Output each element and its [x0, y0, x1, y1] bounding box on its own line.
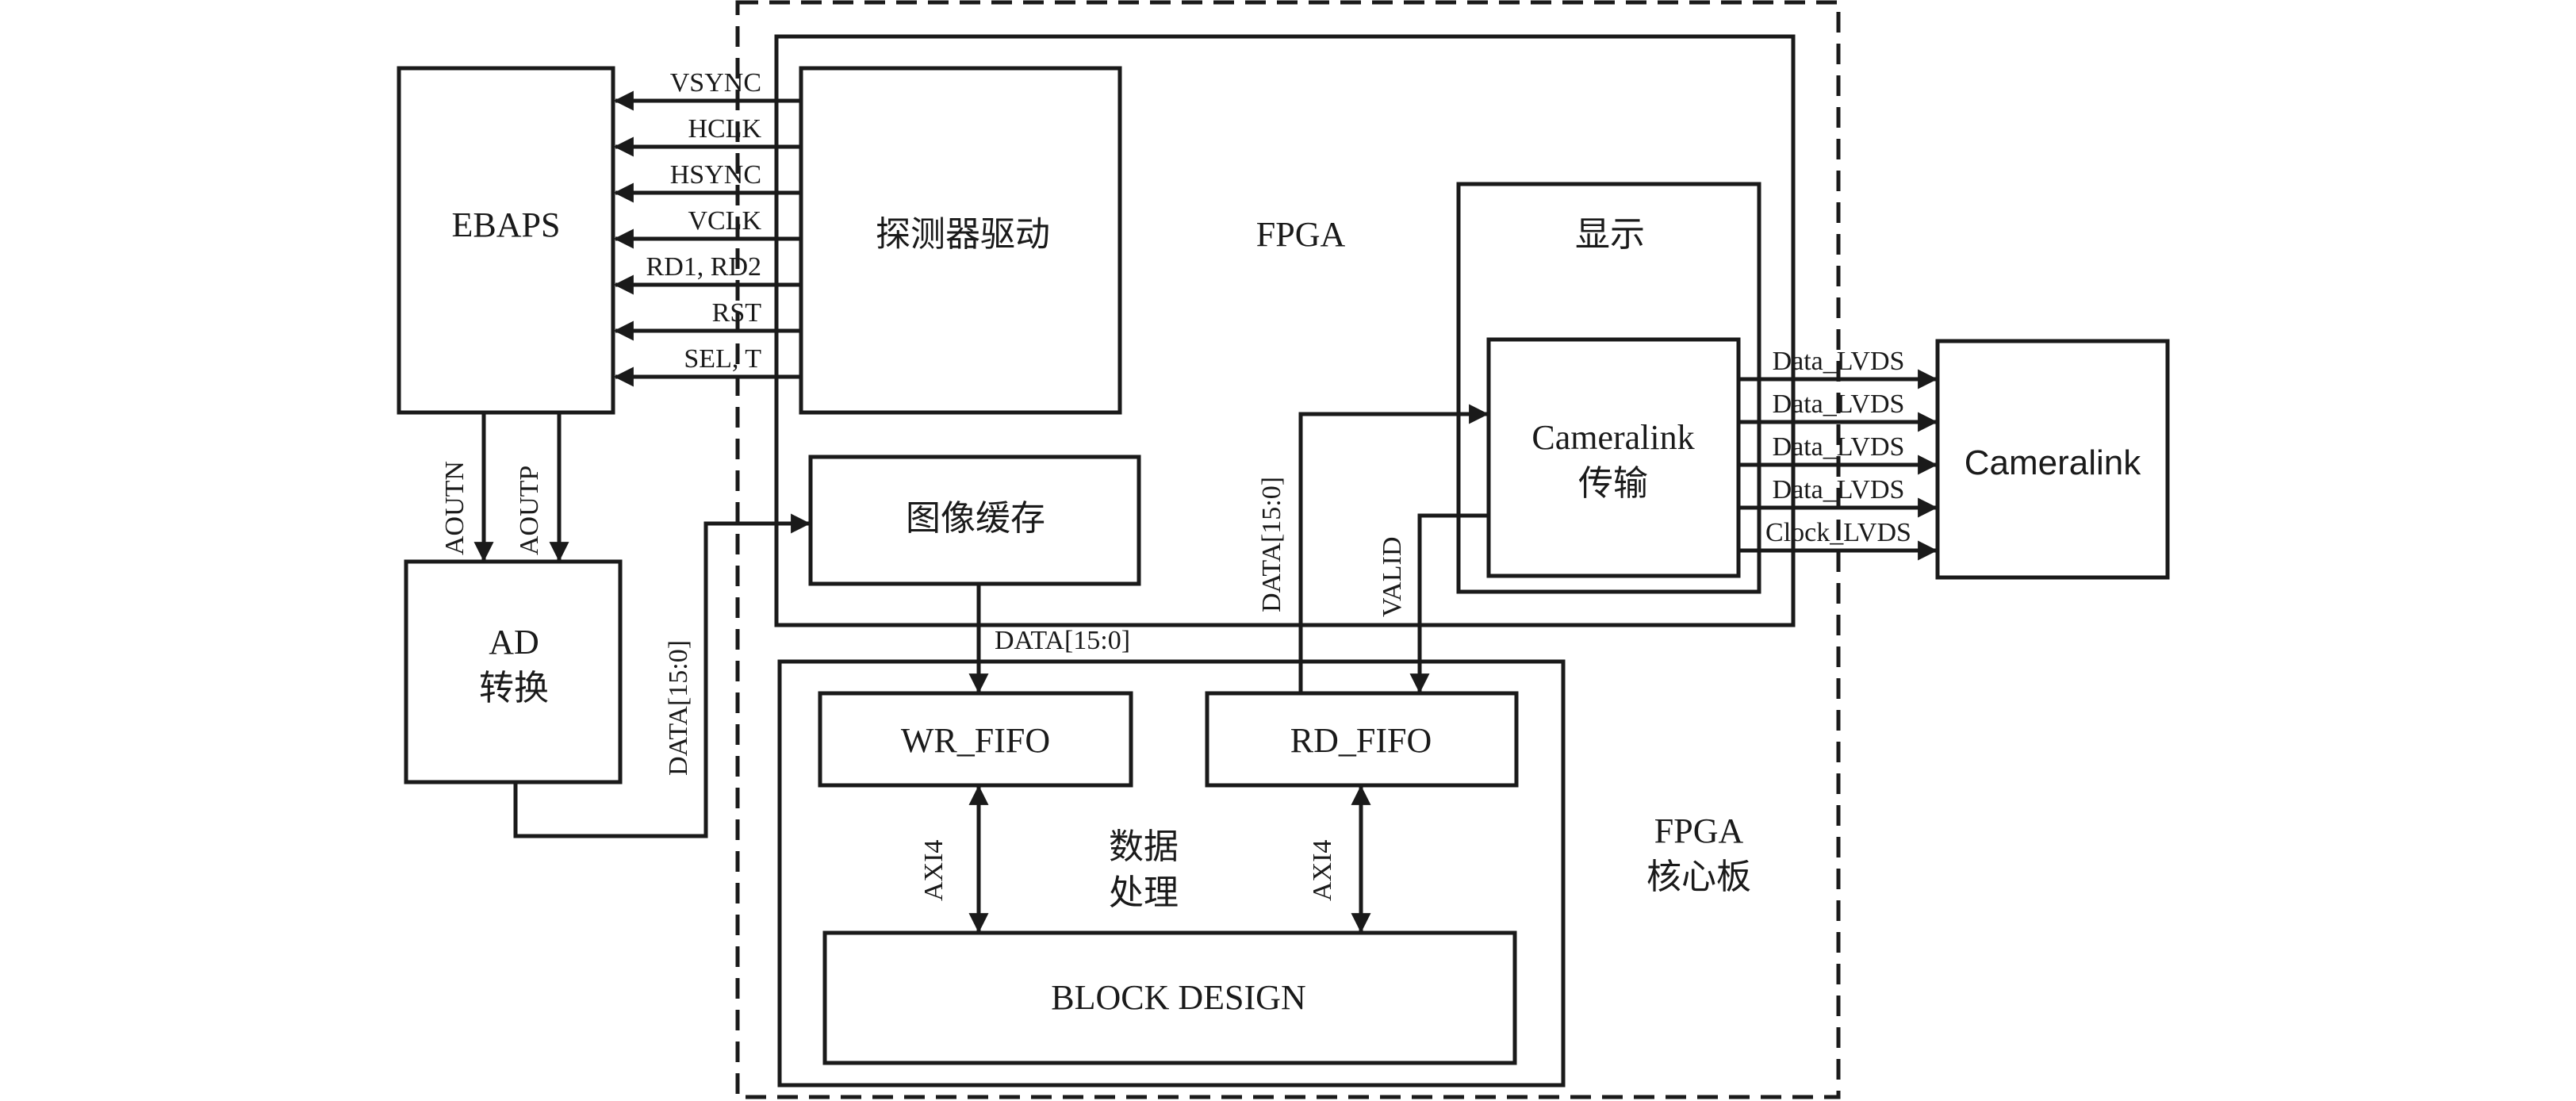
control-signal-label: HSYNC	[670, 160, 761, 190]
valid-label: VALID	[1378, 537, 1407, 617]
lvds-signal-label: Data_LVDS	[1773, 475, 1905, 504]
image-buffer-label: 图像缓存	[906, 499, 1045, 538]
control-signal-label: HCLK	[688, 114, 761, 144]
control-signal-label: RD1, RD2	[646, 252, 761, 282]
block-design-label: BLOCK DESIGN	[1051, 978, 1305, 1017]
fpga-board-label-line1: FPGA	[1654, 811, 1744, 850]
fpga-label: FPGA	[1256, 215, 1346, 254]
buffer-data-label: DATA[15:0]	[995, 626, 1130, 655]
fpga-board-label-line2: 核心板	[1646, 857, 1751, 896]
cameralink-tx-box	[1486, 337, 1741, 578]
detector-driver-label: 探测器驱动	[876, 215, 1050, 254]
control-signal-label: VCLK	[688, 206, 761, 236]
control-signal-label: VSYNC	[670, 68, 761, 98]
lvds-signal-label: Data_LVDS	[1773, 432, 1905, 462]
data-processing-label-line2: 处理	[1109, 873, 1179, 912]
lvds-signal-label: Clock_LVDS	[1765, 518, 1911, 547]
wr-fifo-label: WR_FIFO	[901, 721, 1050, 760]
control-signal-label: SEL, T	[684, 344, 761, 374]
fpga-core-board-outline	[735, 0, 1841, 1099]
data-processing-label-line1: 数据	[1109, 827, 1179, 866]
ebaps-box	[397, 66, 615, 415]
rdfifo-to-cameralink-arrow	[1298, 404, 1489, 693]
cameralink-tx-label-line2: 传输	[1578, 464, 1648, 503]
lvds-signal-label: Data_LVDS	[1773, 389, 1905, 419]
rd-fifo-label: RD_FIFO	[1290, 721, 1432, 760]
axi-right-label: AXI4	[1308, 840, 1337, 901]
aoutn-label: AOUTN	[440, 461, 470, 555]
ad-label-line1: AD	[489, 623, 539, 662]
ad-data-label: DATA[15:0]	[664, 640, 693, 776]
cameralink-out-label: Cameralink	[1965, 443, 2142, 482]
data-processing-box	[777, 659, 1566, 1088]
ebaps-label: EBAPS	[452, 205, 561, 244]
rd-data-label: DATA[15:0]	[1257, 477, 1286, 612]
valid-arrow	[1409, 513, 1489, 694]
block-design-box	[822, 930, 1517, 1065]
ad-converter-box	[404, 559, 623, 785]
ad-to-buffer-arrow	[513, 513, 811, 838]
axi-left-label: AXI4	[919, 840, 949, 901]
control-signal-label: RST	[712, 298, 762, 328]
lvds-signal-label: Data_LVDS	[1773, 347, 1905, 376]
display-label: 显示	[1575, 215, 1645, 254]
cameralink-tx-label-line1: Cameralink	[1531, 418, 1694, 457]
aoutp-label: AOUTP	[515, 466, 544, 555]
ad-label-line2: 转换	[479, 669, 549, 708]
display-box	[1456, 182, 1761, 594]
